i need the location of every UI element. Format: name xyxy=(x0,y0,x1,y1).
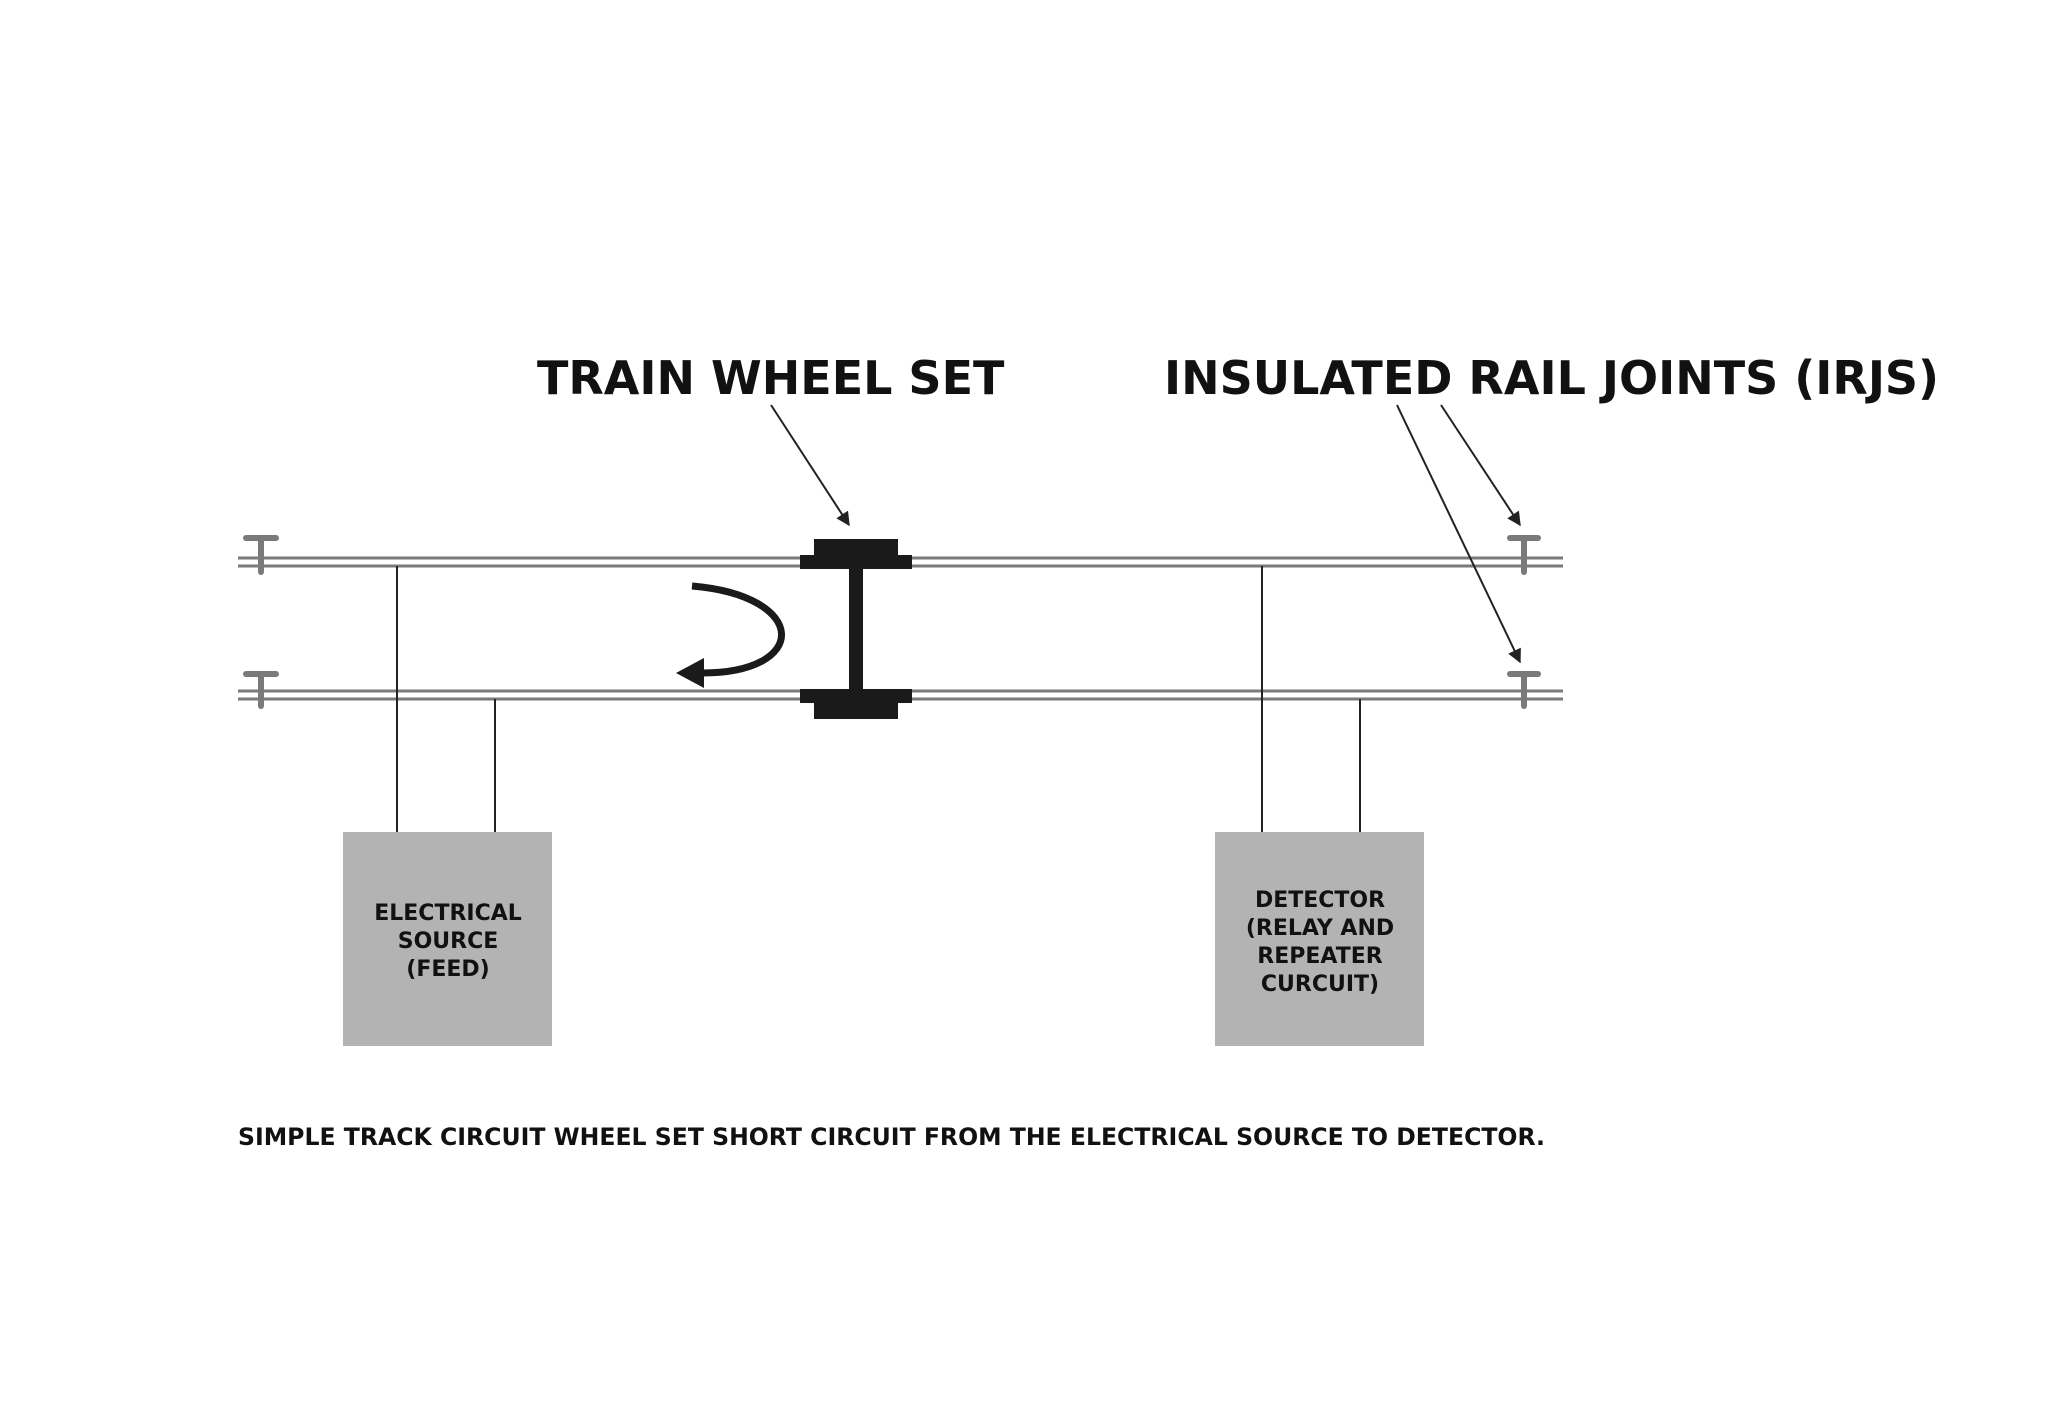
source-label-line-2: SOURCE xyxy=(398,929,499,954)
detector-box: DETECTOR (RELAY AND REPEATER CURCUIT) xyxy=(1215,832,1424,1046)
detector-wires xyxy=(1261,566,1361,832)
wheel-set-leader xyxy=(770,404,850,527)
source-label-line-1: ELECTRICAL xyxy=(374,901,522,926)
detector-label-line-1: DETECTOR xyxy=(1255,888,1385,913)
left-bottom-rail-joint xyxy=(243,671,279,709)
wheel-set-label: TRAIN WHEEL SET xyxy=(537,351,1005,405)
detector-label-line-4: CURCUIT) xyxy=(1261,972,1379,997)
detector-label-line-3: REPEATER xyxy=(1257,944,1382,969)
irj-top xyxy=(1507,535,1541,575)
electrical-source-box: ELECTRICAL SOURCE (FEED) xyxy=(343,832,552,1046)
current-flow-arrow xyxy=(676,582,785,688)
irj-top-leader xyxy=(1440,404,1521,527)
source-label-line-3: (FEED) xyxy=(406,957,489,982)
source-wires xyxy=(396,566,496,832)
irj-bottom-leader xyxy=(1396,404,1521,664)
detector-label-line-2: (RELAY AND xyxy=(1246,916,1394,941)
left-top-rail-joint xyxy=(243,535,279,575)
diagram-caption: SIMPLE TRACK CIRCUIT WHEEL SET SHORT CIR… xyxy=(238,1123,1545,1151)
irj-bottom xyxy=(1507,671,1541,709)
train-wheel-set xyxy=(800,539,912,719)
irjs-label: INSULATED RAIL JOINTS (IRJS) xyxy=(1164,351,1939,405)
